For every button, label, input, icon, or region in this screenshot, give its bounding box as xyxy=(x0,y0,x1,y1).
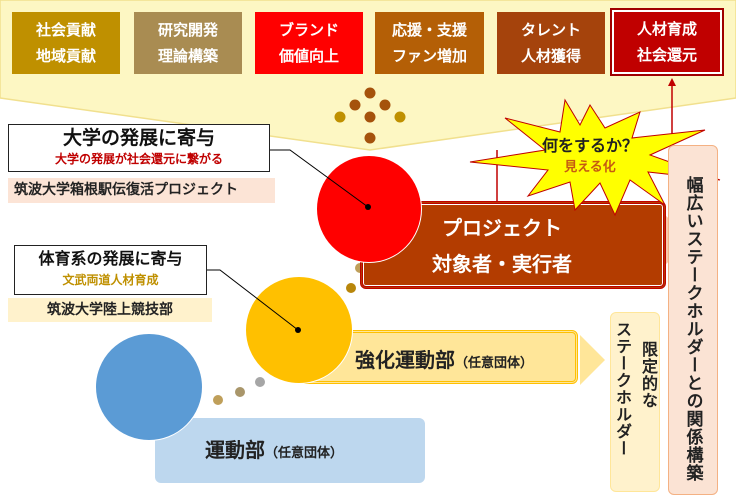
university-callout: 大学の発展に寄与 大学の発展が社会還元に繋がる xyxy=(8,124,270,172)
sports-callout: 体育系の発展に寄与 文武両道人材育成 xyxy=(14,245,207,295)
project-line1: プロジェクト xyxy=(442,216,562,240)
limited-text-2: ステークホルダー xyxy=(613,321,632,457)
club-label: 運動部（任意団体） xyxy=(205,434,343,463)
top-box-line1: 社会貢献 xyxy=(35,21,96,39)
top-box-line2: 理論構築 xyxy=(157,47,218,65)
limited-stakeholder-box: 限定的な ステークホルダー xyxy=(610,312,660,492)
club-label-note: （任意団体） xyxy=(265,446,344,461)
top-box-3: ブランド価値向上 xyxy=(255,12,363,74)
top-box-5: タレント人材獲得 xyxy=(497,12,605,74)
strengthen-label-note: （任意団体） xyxy=(455,356,534,371)
top-box-6: 人材育成社会還元 xyxy=(610,8,724,76)
top-box-line2: 価値向上 xyxy=(278,47,339,65)
project-circle xyxy=(316,155,422,263)
starburst-title: 何をするか？ xyxy=(541,136,638,155)
top-box-1: 社会貢献地域貢献 xyxy=(12,12,120,74)
funnel-dots xyxy=(334,87,406,144)
top-box-line1: 研究開発 xyxy=(157,21,218,39)
dot xyxy=(346,283,356,293)
sports-club-label: 筑波大学陸上競技部 xyxy=(8,298,212,322)
sports-subtitle: 文武両道人材育成 xyxy=(62,273,159,287)
top-box-line1: 応援・支援 xyxy=(391,21,467,39)
strengthen-label-text: 強化運動部 xyxy=(355,348,455,372)
university-project-label: 筑波大学箱根駅伝復活プロジェクト xyxy=(8,178,275,203)
university-title: 大学の発展に寄与 xyxy=(62,127,215,149)
project-line2: 対象者・実行者 xyxy=(432,252,572,276)
top-box-line1: タレント xyxy=(520,21,581,39)
arrow-limited xyxy=(580,335,605,385)
wide-stakeholder-text: 幅広いステークホルダーとの関係構築 xyxy=(682,176,703,482)
dot xyxy=(235,387,245,397)
top-box-line1: ブランド xyxy=(278,21,339,39)
strengthen-label: 強化運動部（任意団体） xyxy=(355,344,533,373)
top-box-line2: 社会還元 xyxy=(636,46,697,64)
top-box-line2: 人材獲得 xyxy=(520,47,581,65)
limited-text-1: 限定的な xyxy=(639,341,658,409)
top-box-2: 研究開発理論構築 xyxy=(134,12,242,74)
sports-title: 体育系の発展に寄与 xyxy=(38,249,183,268)
top-box-line2: ファン増加 xyxy=(391,47,467,65)
top-box-line2: 地域貢献 xyxy=(35,47,96,65)
wide-stakeholder-box: 幅広いステークホルダーとの関係構築 xyxy=(668,145,718,495)
club-circle xyxy=(95,333,203,441)
project-label: プロジェクト 対象者・実行者 xyxy=(432,210,572,282)
club-label-text: 運動部 xyxy=(205,438,265,462)
top-box-4: 応援・支援ファン増加 xyxy=(375,12,484,74)
club-box xyxy=(155,418,425,483)
starburst: 何をするか？ 見える化 xyxy=(520,132,660,175)
university-subtitle: 大学の発展が社会還元に繋がる xyxy=(54,152,223,166)
strengthen-circle xyxy=(245,276,353,384)
top-box-line1: 人材育成 xyxy=(636,20,697,38)
dot xyxy=(213,395,223,405)
starburst-subtitle: 見える化 xyxy=(564,160,616,175)
dot xyxy=(255,377,265,387)
